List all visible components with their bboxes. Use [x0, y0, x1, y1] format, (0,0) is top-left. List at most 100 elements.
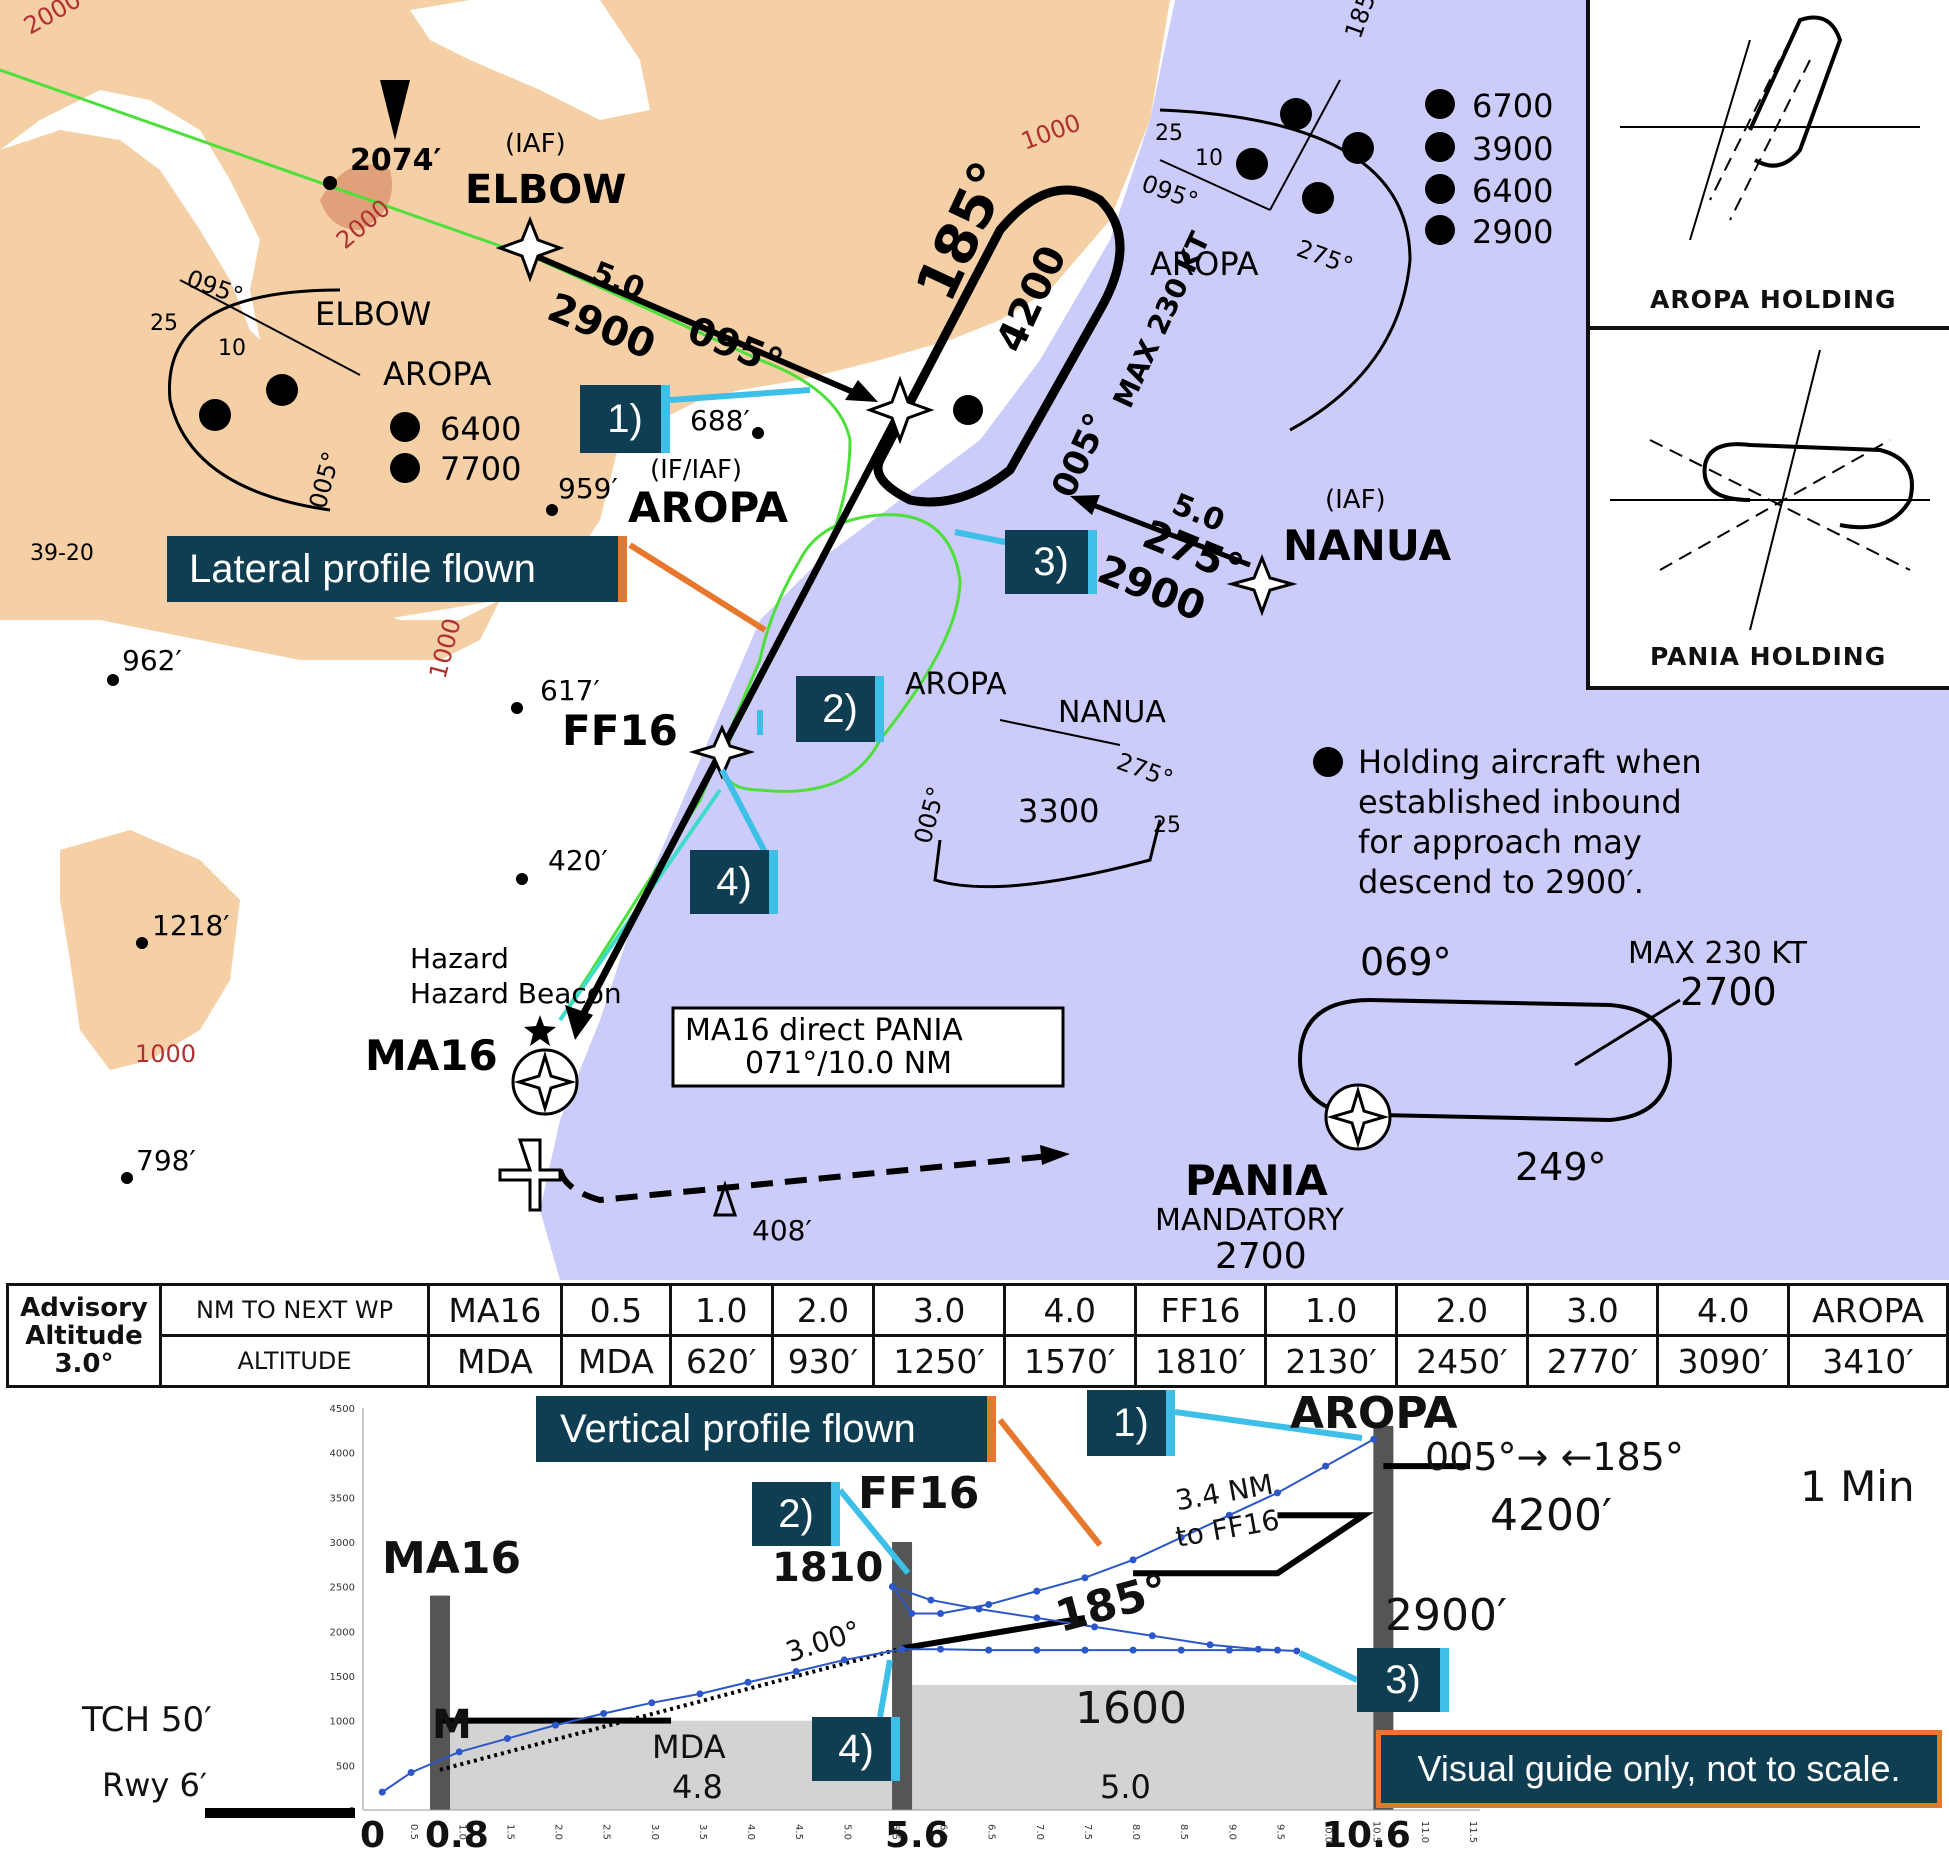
msa-sector-7-key-icon [390, 453, 420, 483]
vertical-callout-pointer [997, 1418, 1103, 1547]
alt-cell: 620′ [668, 1334, 774, 1388]
msa-aropa-radial2 [1269, 79, 1341, 211]
x-tick-label: 5.5 [889, 1824, 900, 1840]
flown-profile-point [503, 1735, 511, 1743]
profile-fix-bar [1373, 1425, 1394, 1810]
vertical-profile-plot: 0500100015002000250030003500400045000.51… [205, 1404, 1480, 1843]
profile-callout-1-pointer [1174, 1409, 1363, 1441]
y-tick-label: 2000 [330, 1627, 355, 1638]
contour-1000-c: 1000 [135, 1040, 196, 1068]
msa-aropa-radial1 [1159, 159, 1271, 211]
msa-nanua-fix2: NANUA [1058, 695, 1166, 730]
msa-nanua-arc [933, 819, 1162, 889]
lateral-callout-pointer [628, 542, 767, 633]
island [60, 830, 240, 1070]
x-tick-label: 9.5 [1274, 1824, 1285, 1840]
flown-profile-point [1129, 1646, 1137, 1654]
profile-ma16-label: MA16 [382, 1533, 522, 1584]
missed-box-line1: MA16 direct PANIA [685, 1013, 963, 1048]
msa-sector-6-key-icon [390, 412, 420, 442]
msa-aropa-alt-2: 6700 [1472, 87, 1553, 125]
msa-elbow-radial [179, 279, 361, 376]
land-north [0, 0, 1170, 620]
visual-guide-note: Visual guide only, not to scale. [1376, 1730, 1942, 1808]
runway-icon [498, 1138, 562, 1212]
latitude-label: 39-20 [30, 541, 94, 566]
hazard-beacon-line1: Hazard [410, 942, 509, 975]
alt-cell: MDA [559, 1334, 672, 1388]
y-tick-label: 2500 [330, 1583, 355, 1594]
flown-profile-point [792, 1668, 800, 1676]
msa-aropa-arc [1159, 108, 1412, 432]
msa-aropa-r1: 25 [1155, 121, 1183, 146]
alt-cell: MDA [427, 1334, 563, 1388]
nanua-type: (IAF) [1325, 485, 1386, 515]
pania-hold-pointer [1574, 998, 1681, 1067]
elev-688: 688′ [690, 404, 750, 437]
msa-elbow-arc [167, 288, 341, 512]
y-tick-label: 4500 [330, 1404, 355, 1415]
lake [410, 0, 650, 120]
elevation-dots [107, 176, 764, 1184]
elbow-type: (IAF) [505, 129, 566, 159]
flown-profile-point [1091, 1623, 1099, 1631]
msa-sector-5-icon [1302, 182, 1334, 214]
elev-420: 420′ [548, 844, 608, 877]
aropa-name: AROPA [628, 483, 788, 532]
alt-cell: 2450′ [1395, 1334, 1529, 1388]
callout-1-map: 1) [580, 385, 670, 453]
msa-key-4-icon [1425, 174, 1455, 204]
msa-key-5-icon [1425, 215, 1455, 245]
aropa-fix-icon [865, 375, 935, 445]
row-label-distance: NM TO NEXT WP [159, 1283, 430, 1337]
profile-callout-2-pointer [837, 1488, 911, 1575]
flown-profile-point [1273, 1489, 1281, 1497]
x-tick-label: 10.0 [1323, 1821, 1334, 1843]
aropa-holding-title: AROPA HOLDING [1650, 285, 1897, 314]
axis-mark-10-6: 10.6 [1322, 1815, 1411, 1856]
flown-profile-line [381, 1438, 1375, 1793]
alt-cell: 2770′ [1525, 1334, 1660, 1388]
pania-holding-title: PANIA HOLDING [1650, 642, 1887, 671]
flown-profile-point [696, 1690, 704, 1698]
dist-cell: AROPA [1787, 1283, 1949, 1337]
axis-mark-5-6: 5.6 [885, 1815, 949, 1856]
dist-cell: 2.0 [1395, 1283, 1529, 1337]
dist-cell: 3.0 [1525, 1283, 1660, 1337]
callout-1-profile: 1) [1087, 1390, 1175, 1456]
water-area [540, 0, 1949, 1280]
flown-profile-point [1254, 1645, 1262, 1653]
profile-ff16-alt: 1810 [772, 1545, 884, 1591]
nanua-name: NANUA [1283, 521, 1452, 570]
aropa-holding-inset: AROPA HOLDING [1586, 0, 1949, 334]
profile-seg-alt: 1600 [1075, 1683, 1187, 1734]
dist-cell: 1.0 [668, 1283, 774, 1337]
y-tick-label: 3500 [330, 1493, 355, 1504]
callout-3-map: 3) [1005, 530, 1097, 594]
aropa-hold-track [873, 185, 1125, 507]
dist-cell: 3.0 [872, 1283, 1006, 1337]
pania-hold-outbound: 249° [1515, 1145, 1607, 1189]
descent-arrow-icon [380, 80, 410, 140]
flown-profile-point [1033, 1646, 1041, 1654]
flown-profile-point [1033, 1587, 1041, 1595]
msa-elbow-fix2: AROPA [383, 355, 492, 393]
flown-profile-point [1148, 1632, 1156, 1640]
alt-cell: 2130′ [1264, 1334, 1398, 1388]
callout-4-pointer [719, 768, 768, 854]
msa-key-3-icon [1425, 132, 1455, 162]
elev-1218: 1218′ [152, 909, 230, 942]
flown-profile-point [552, 1721, 560, 1729]
msa-sector-4-icon [1236, 148, 1268, 180]
pania-name: PANIA [1185, 1156, 1328, 1205]
nanua-fix-icon [1226, 553, 1298, 617]
msa-elbow-r2: 10 [218, 336, 246, 361]
msa-aropa-alt-3: 3900 [1472, 130, 1553, 168]
dist-cell: 4.0 [1656, 1283, 1791, 1337]
x-tick-label: 3.0 [649, 1824, 660, 1840]
msa-nanua-r: 25 [1153, 813, 1181, 838]
msa-elbow-r1: 25 [150, 311, 178, 336]
y-tick-label: 1500 [330, 1672, 355, 1683]
